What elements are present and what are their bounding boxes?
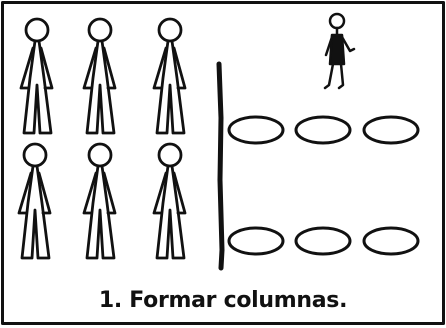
student-figure xyxy=(152,142,187,260)
student-figure xyxy=(82,17,117,135)
student-figure xyxy=(152,17,187,135)
diagram-caption: 1. Formar columnas. xyxy=(98,288,348,313)
teacher-figure xyxy=(323,12,356,90)
hoop-ring xyxy=(362,115,420,145)
divider-line xyxy=(216,61,225,271)
student-figure xyxy=(19,17,54,135)
hoop-ring xyxy=(294,226,352,256)
student-figure xyxy=(82,142,117,260)
hoop-ring xyxy=(227,226,285,256)
student-figure xyxy=(17,142,52,260)
hoop-ring xyxy=(227,115,285,145)
hoop-ring xyxy=(294,115,352,145)
hoop-ring xyxy=(362,226,420,256)
